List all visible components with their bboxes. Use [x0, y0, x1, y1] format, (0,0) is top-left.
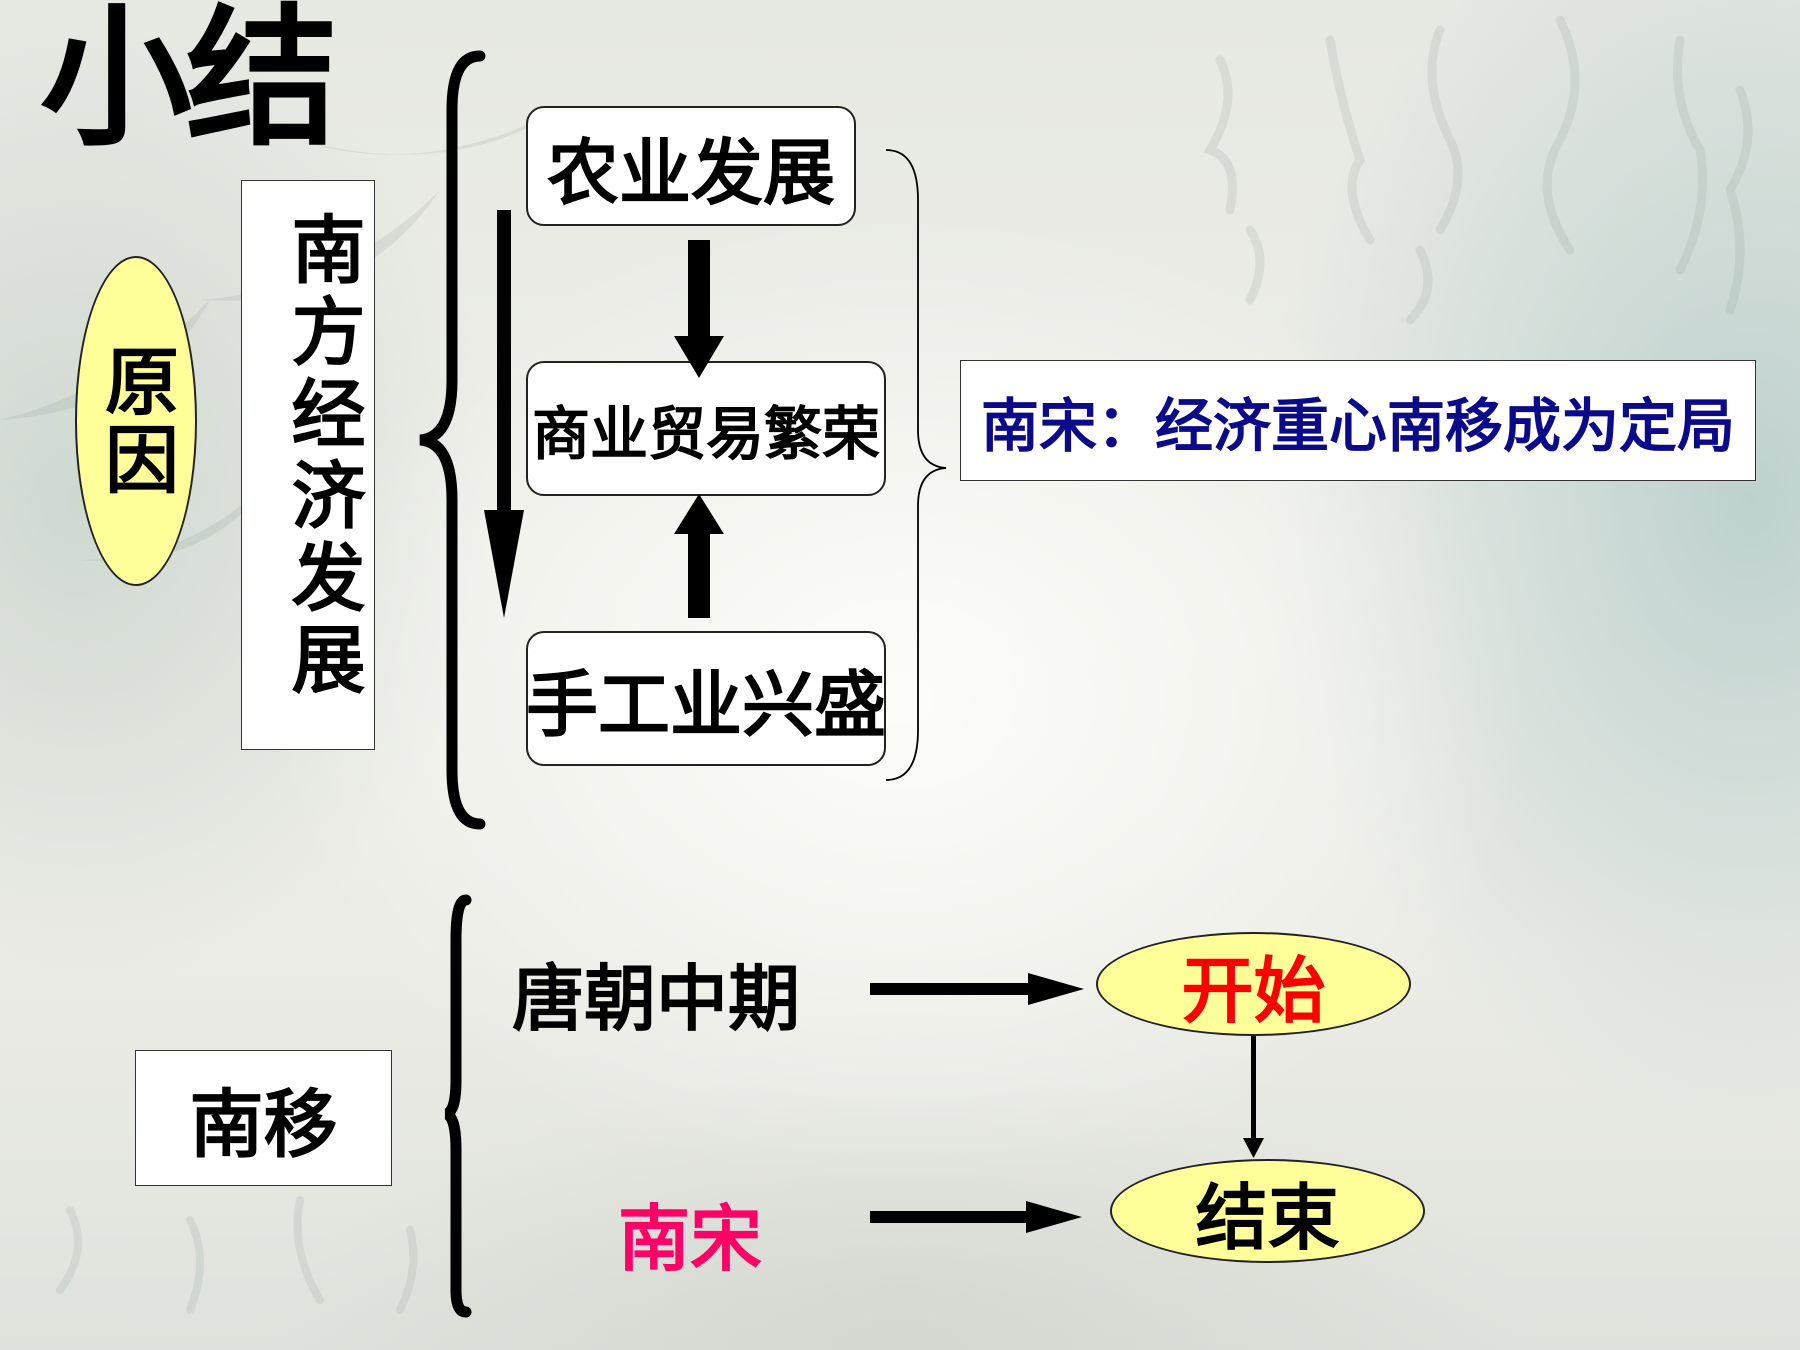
- items-brace: [885, 149, 947, 781]
- cause-oval: 原因: [75, 256, 197, 586]
- song-to-end-arrow: [870, 1201, 1082, 1233]
- topic-box: 南方经济发展: [241, 180, 375, 750]
- stage-period-mid-tang: 唐朝中期: [512, 957, 801, 1041]
- topic-label: 南方经济发展: [279, 211, 365, 703]
- shift-brace: [443, 894, 472, 1318]
- long-down-arrow: [484, 210, 524, 618]
- commerce-box: 商业贸易繁荣: [526, 361, 886, 496]
- topic-brace: [419, 50, 486, 830]
- slide-title: 小结: [40, 0, 338, 167]
- agriculture-box: 农业发展: [526, 106, 856, 226]
- start-to-end-arrow: [1243, 1036, 1264, 1158]
- agriculture-to-commerce-arrow: [674, 240, 724, 378]
- shift-box: 南移: [135, 1050, 392, 1186]
- cause-label: 原因: [92, 343, 179, 499]
- tang-to-start-arrow: [870, 973, 1084, 1005]
- handicraft-to-commerce-arrow: [674, 494, 724, 618]
- end-oval: 结束: [1110, 1159, 1425, 1263]
- start-oval: 开始: [1096, 932, 1411, 1036]
- conclusion-box: 南宋：经济重心南移成为定局: [960, 360, 1756, 481]
- handicraft-box: 手工业兴盛: [526, 631, 886, 766]
- stage-period-southern-song: 南宋: [618, 1197, 763, 1281]
